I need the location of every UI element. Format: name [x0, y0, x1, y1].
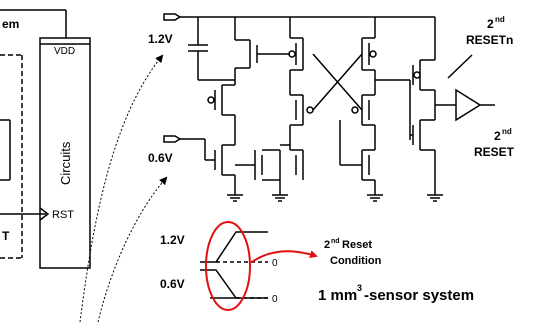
- reset-label-sup: nd: [502, 127, 512, 136]
- waveform-high-label: 1.2V: [160, 233, 185, 247]
- ground-symbols: [227, 194, 443, 202]
- caption-prefix: 1 mm: [318, 287, 357, 304]
- caption-suffix: -sensor system: [364, 287, 474, 304]
- vdd-level-label: 1.2V: [148, 32, 173, 46]
- waveform-zero-bottom: 0: [272, 294, 278, 305]
- reset-waveform: [200, 231, 268, 299]
- reset-label: RESET: [474, 145, 515, 159]
- caption-sup: 3: [357, 283, 362, 293]
- system-title-fragment: em: [2, 17, 19, 31]
- vdd-label: VDD: [54, 46, 75, 57]
- reset-condition-highlight: [205, 221, 251, 311]
- condition-label-line2: Condition: [330, 255, 382, 267]
- waveform-zero-top: 0: [272, 258, 278, 269]
- reset-n-label-sup: nd: [495, 15, 505, 24]
- reset-n-label-num: 2: [487, 17, 494, 31]
- rst-label: RST: [52, 209, 74, 221]
- condition-label-sup: nd: [331, 238, 340, 245]
- waveform-low-label: 0.6V: [160, 277, 185, 291]
- reset-schematic: [163, 13, 495, 195]
- condition-label-num: 2: [324, 239, 330, 251]
- system-label-fragment: T: [2, 229, 10, 243]
- lower-level-label: 0.6V: [148, 151, 173, 165]
- reset-n-label: RESETn: [466, 33, 513, 47]
- circuits-label: Circuits: [58, 141, 73, 185]
- reset-condition-arrow: [251, 250, 318, 263]
- zoom-pointer-lines: [79, 54, 168, 323]
- condition-label-text: Reset: [339, 239, 372, 251]
- system-block: [0, 9, 91, 269]
- reset-label-num: 2: [494, 129, 501, 143]
